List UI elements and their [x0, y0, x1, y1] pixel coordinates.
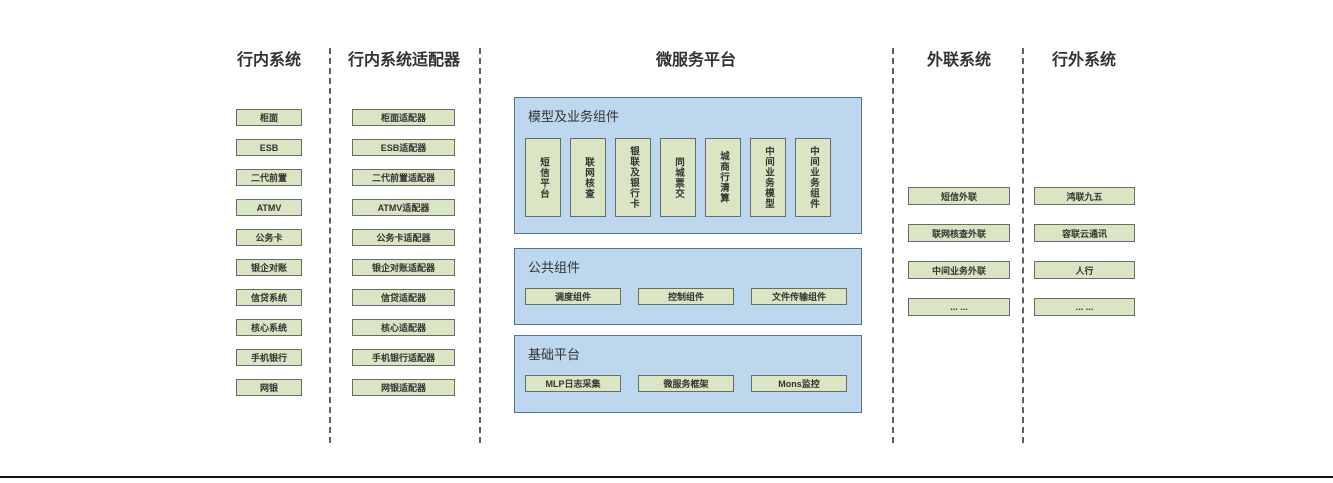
column-header-internal-adapters: 行内系统适配器 [347, 52, 460, 69]
outlink-box: 短信外联 [908, 187, 1010, 205]
component-box: 控制组件 [638, 288, 734, 305]
system-box: ATMV [236, 199, 302, 216]
internal-systems-list: 柜面 ESB 二代前置 ATMV 公务卡银企对账信贷系统核心系统手机银行网银 [236, 109, 302, 396]
column-header-external-systems: 行外系统 [1051, 52, 1116, 69]
component-box: 微服务框架 [638, 375, 734, 392]
adapter-box: 信贷适配器 [352, 289, 455, 306]
adapter-box: 手机银行适配器 [352, 349, 455, 366]
internal-adapters-list: 柜面适配器 ESB适配器二代前置适配器 ATMV适配器公务卡适配器银企对账适配器信贷… [352, 109, 455, 396]
bottom-rule [0, 476, 1333, 478]
adapter-box: 公务卡适配器 [352, 229, 455, 246]
outlink-box: 联网核查外联 [908, 224, 1010, 242]
divider-dashed-1 [329, 48, 331, 443]
component-box: 调度组件 [525, 288, 621, 305]
vertical-component-box: 中间业务模型 [750, 138, 786, 217]
system-box: 柜面 [236, 109, 302, 126]
outlink-box: ... ... [908, 298, 1010, 316]
vertical-component-box: 银联及银行卡 [615, 138, 651, 217]
divider-dashed-2 [479, 48, 481, 443]
outlink-systems-list: 短信外联联网核查外联中间业务外联 ... ... [908, 187, 1010, 316]
divider-dashed-4 [1022, 48, 1024, 443]
adapter-box: ATMV适配器 [352, 199, 455, 216]
system-box: 网银 [236, 379, 302, 396]
vertical-component-box: 同城票交 [660, 138, 696, 217]
outlink-box: 中间业务外联 [908, 261, 1010, 279]
external-box: 鸿联九五 [1034, 187, 1135, 205]
component-box: MLP日志采集 [525, 375, 621, 392]
external-box: ... ... [1034, 298, 1135, 316]
component-box: 文件传输组件 [751, 288, 847, 305]
section-title: 公共组件 [528, 260, 581, 275]
adapter-box: 银企对账适配器 [352, 259, 455, 276]
component-box: Mons监控 [751, 375, 847, 392]
column-header-outlink-systems: 外联系统 [926, 52, 991, 69]
common-components-list: 调度组件控制组件文件传输组件 [525, 288, 847, 305]
section-title: 基础平台 [528, 347, 581, 362]
adapter-box: ESB适配器 [352, 139, 455, 156]
system-box: ESB [236, 139, 302, 156]
adapter-box: 二代前置适配器 [352, 169, 455, 186]
system-box: 二代前置 [236, 169, 302, 186]
vertical-component-box: 中间业务组件 [795, 138, 831, 217]
section-base-platform: 基础平台 MLP日志采集微服务框架 Mons监控 [514, 335, 862, 413]
adapter-box: 柜面适配器 [352, 109, 455, 126]
vertical-component-box: 短信平台 [525, 138, 561, 217]
system-box: 核心系统 [236, 319, 302, 336]
system-box: 手机银行 [236, 349, 302, 366]
system-box: 公务卡 [236, 229, 302, 246]
base-platform-list: MLP日志采集微服务框架 Mons监控 [525, 375, 847, 392]
external-box: 容联云通讯 [1034, 224, 1135, 242]
section-common-components: 公共组件 调度组件控制组件文件传输组件 [514, 248, 862, 325]
external-systems-list: 鸿联九五容联云通讯人行 ... ... [1034, 187, 1135, 316]
vertical-component-box: 联网核查 [570, 138, 606, 217]
system-box: 银企对账 [236, 259, 302, 276]
column-header-internal-systems: 行内系统 [236, 52, 301, 69]
model-components-list: 短信平台联网核查银联及银行卡同城票交城商行清算中间业务模型中间业务组件 [525, 138, 831, 217]
adapter-box: 网银适配器 [352, 379, 455, 396]
column-header-microservice-platform: 微服务平台 [655, 52, 736, 69]
adapter-box: 核心适配器 [352, 319, 455, 336]
system-box: 信贷系统 [236, 289, 302, 306]
external-box: 人行 [1034, 261, 1135, 279]
vertical-component-box: 城商行清算 [705, 138, 741, 217]
divider-dashed-3 [892, 48, 894, 443]
section-title: 模型及业务组件 [528, 109, 620, 124]
section-model-business-components: 模型及业务组件 短信平台联网核查银联及银行卡同城票交城商行清算中间业务模型中间业… [514, 97, 862, 234]
